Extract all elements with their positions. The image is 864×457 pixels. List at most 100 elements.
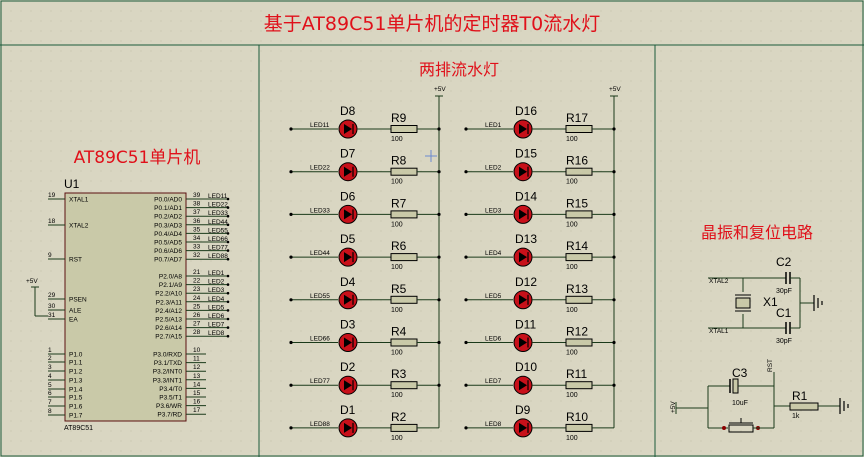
resistor-value: 100 — [566, 136, 578, 143]
pin-name: P0.7/AD7 — [154, 257, 182, 264]
pin-net-label: LED66 — [208, 236, 228, 243]
capacitor-c3[interactable]: C3 10uF — [729, 366, 748, 407]
rst-net-label: RST — [767, 359, 774, 372]
mcu-pin-p14: 5P1.4 — [48, 382, 83, 394]
r1-val: 1k — [792, 413, 800, 420]
resistor-value: 100 — [391, 136, 403, 143]
led-diode[interactable]: D4 — [338, 275, 358, 310]
pin-name: P1.3 — [69, 378, 83, 385]
pin-name: P0.2/AD2 — [154, 214, 182, 221]
pin-name: P1.6 — [69, 404, 83, 411]
resistor-value: 100 — [391, 435, 403, 442]
pin-number: 22 — [193, 278, 201, 285]
led-diode[interactable]: D15 — [513, 147, 537, 182]
pin-number: 17 — [193, 407, 201, 414]
led-diode[interactable]: D14 — [513, 189, 537, 224]
ground-icon — [839, 398, 849, 414]
led-diode[interactable]: D1 — [338, 403, 358, 438]
mcu-chip[interactable]: U1 AT89C51 19XTAL118XTAL29RST29PSEN30ALE… — [48, 177, 230, 432]
led-ref: D3 — [340, 318, 356, 332]
led-diode[interactable]: D12 — [513, 275, 537, 310]
c3-ref: C3 — [732, 366, 748, 380]
led-ref: D11 — [515, 318, 536, 332]
pin-number: 13 — [193, 373, 201, 380]
resistor-value: 100 — [391, 264, 403, 271]
pin-name: P2.4/A12 — [155, 308, 182, 315]
led-net-label: LED7 — [485, 378, 502, 385]
led-diode[interactable]: D3 — [338, 318, 358, 352]
led-diode[interactable]: D11 — [513, 318, 536, 352]
resistor-ref: R14 — [566, 239, 588, 253]
reset-button[interactable] — [708, 418, 774, 433]
crystal-x1[interactable]: X1 — [735, 294, 778, 312]
led-diode[interactable]: D8 — [338, 104, 358, 139]
led-net-label: LED3 — [485, 207, 502, 214]
pin-net-label: LED5 — [208, 304, 225, 311]
capacitor-c2[interactable]: C2 30pF — [776, 255, 800, 295]
pin-net-label: LED33 — [208, 210, 228, 217]
r1-ref: R1 — [792, 389, 808, 403]
pin-name: P0.3/AD3 — [154, 222, 182, 229]
reset-circuit: +5V C3 10uF RST R1 1k — [670, 359, 849, 433]
resistor-ref: R10 — [566, 410, 588, 424]
led-net-label: LED66 — [310, 336, 330, 343]
led-row: LED88 D1 R2 100 — [289, 403, 439, 442]
pin-name: P0.1/AD1 — [154, 205, 182, 212]
led-diode[interactable]: D10 — [513, 360, 537, 395]
pin-name: EA — [69, 317, 78, 324]
pin-number: 37 — [193, 209, 201, 216]
pin-number: 33 — [193, 244, 201, 251]
led-diode[interactable]: D16 — [513, 104, 537, 139]
resistor[interactable]: R17 100 — [565, 111, 593, 143]
led-net-label: LED77 — [310, 378, 330, 385]
pin-name: P2.1/A9 — [159, 282, 183, 289]
mcu-left-pins: 19XTAL118XTAL29RST29PSEN30ALE31EA1P1.02P… — [48, 192, 89, 420]
resistor-ref: R17 — [566, 111, 588, 125]
oscillator-circuit: XTAL2 XTAL1 X1 C2 30pF C1 30p — [708, 255, 823, 345]
supply-label: +5V — [434, 86, 446, 93]
led-ref: D4 — [340, 275, 356, 289]
pin-number: 1 — [48, 347, 52, 354]
pin-name: P0.0/AD0 — [154, 197, 182, 204]
capacitor-c1[interactable]: C1 30pF — [776, 306, 800, 345]
x1-ref: X1 — [763, 295, 778, 309]
led-net-label: LED44 — [310, 250, 330, 257]
resistor-value: 100 — [391, 179, 403, 186]
resistor-value: 100 — [566, 350, 578, 357]
led-net-label: LED88 — [310, 421, 330, 428]
pin-name: P2.5/A13 — [155, 317, 182, 324]
pin-number: 35 — [193, 226, 201, 233]
led-diode[interactable]: D13 — [513, 232, 537, 267]
pin-number: 9 — [48, 252, 52, 259]
pin-name: XTAL1 — [69, 197, 89, 204]
led-diode[interactable]: D7 — [338, 147, 358, 182]
resistor[interactable]: R2 100 — [390, 410, 418, 442]
mcu-part: AT89C51 — [64, 425, 93, 432]
resistor-ref: R2 — [391, 410, 407, 424]
